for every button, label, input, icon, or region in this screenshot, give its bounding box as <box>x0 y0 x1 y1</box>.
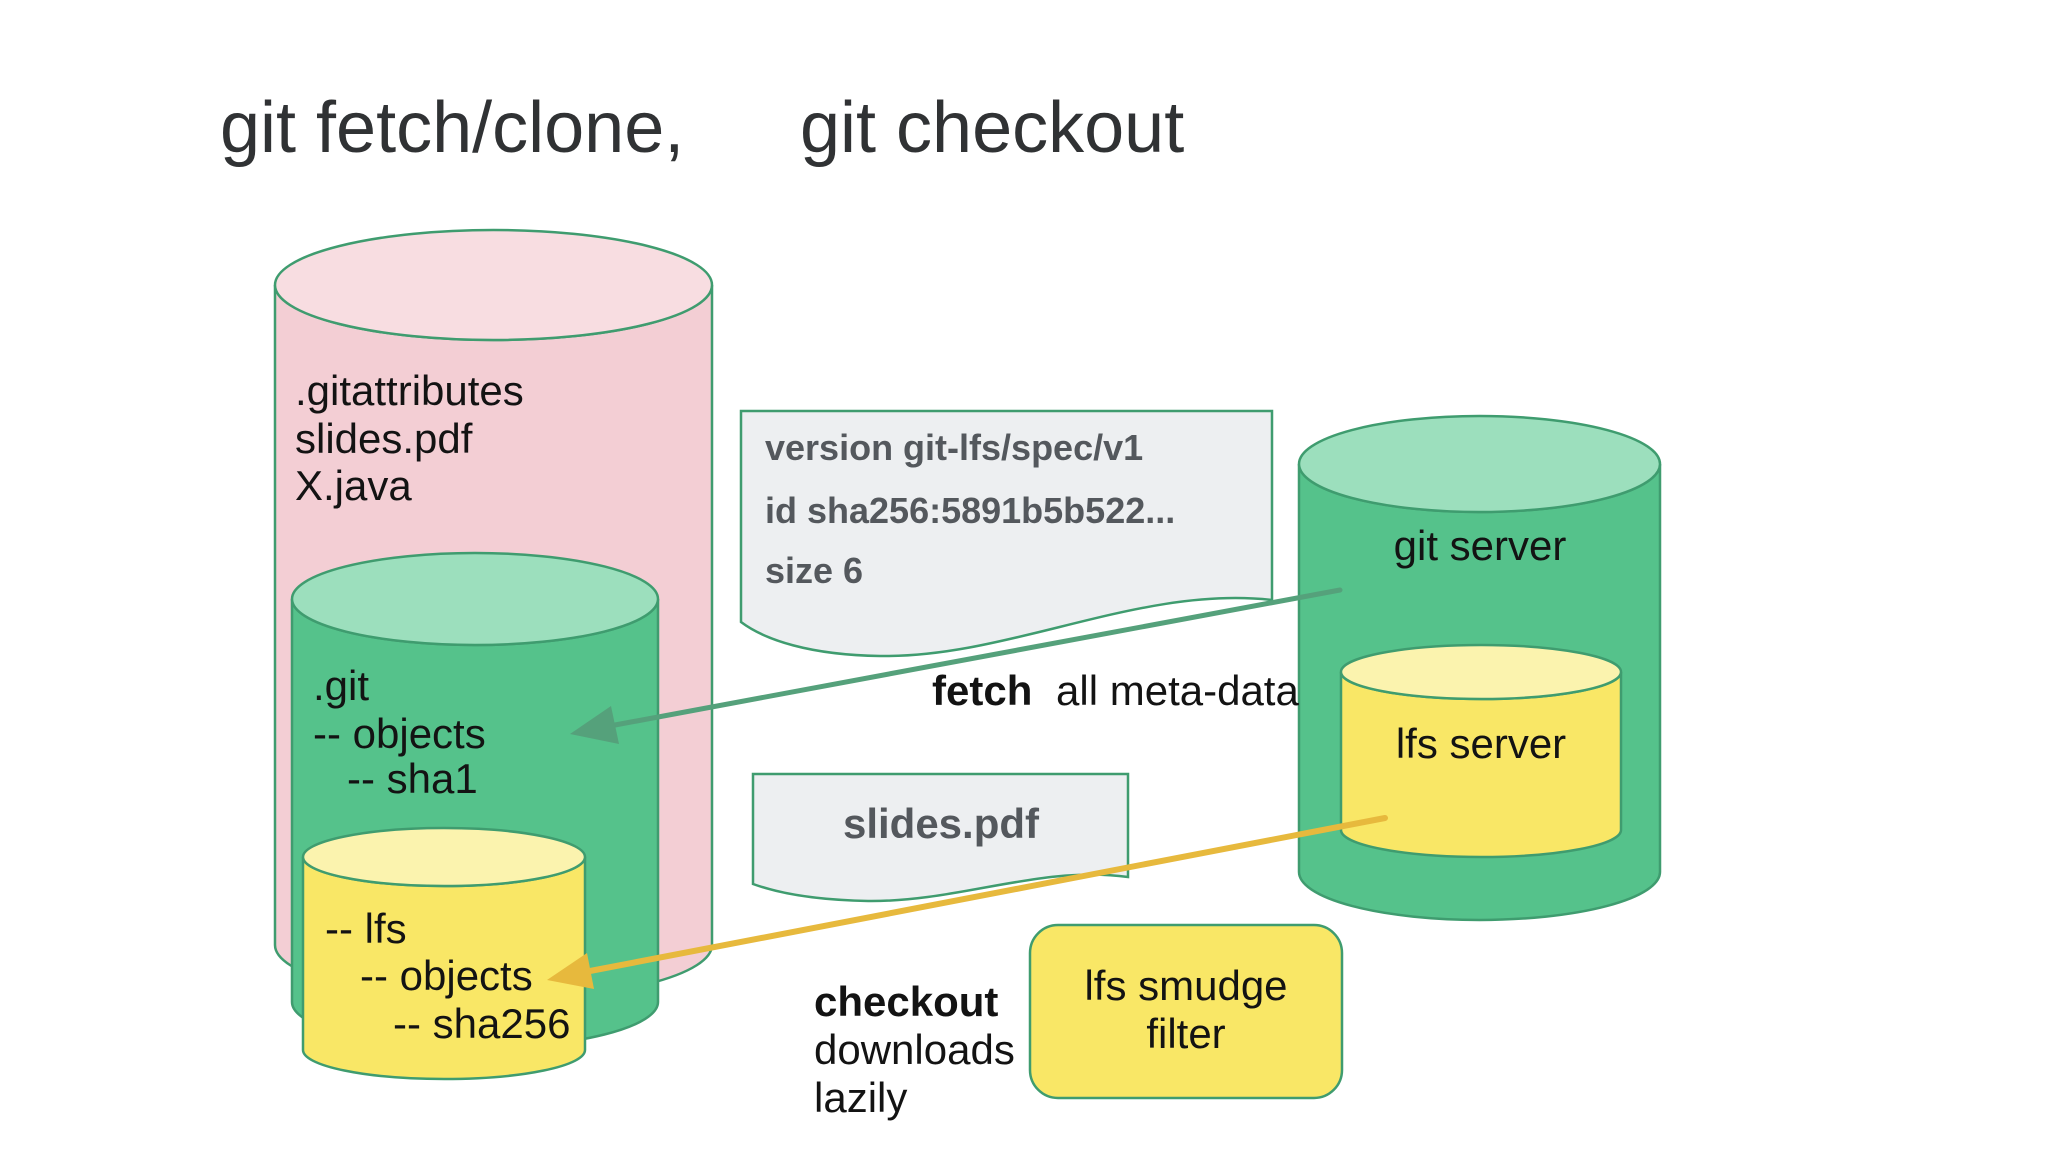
checkout-arrowhead <box>547 953 594 989</box>
smudge-filter-line: filter <box>1146 1010 1225 1057</box>
working-tree-file-list: .gitattributes slides.pdf X.java <box>295 367 524 509</box>
fetch-arrow-line <box>612 587 1343 728</box>
smudge-filter-box: lfs smudge filter <box>1028 923 1344 1100</box>
smudge-filter-line: lfs smudge <box>1084 962 1287 1009</box>
pointer-file-line: size 6 <box>765 550 863 591</box>
git-dir-entry: .git <box>313 662 369 709</box>
checkout-annotation-line: lazily <box>814 1074 907 1121</box>
checkout-annotation: checkout downloads lazily <box>814 978 1015 1121</box>
pointer-file-note-shape <box>739 409 1274 658</box>
fetch-arrow <box>570 587 1343 744</box>
slide-title-left: git fetch/clone, <box>220 88 684 168</box>
payload-file-note: slides.pdf <box>751 772 1130 903</box>
fetch-annotation-rest: all meta-data <box>1056 667 1299 714</box>
working-tree-file: .gitattributes <box>295 367 524 414</box>
fetch-annotation-keyword: fetch <box>932 667 1032 714</box>
git-dir-list: .git -- objects -- sha1 <box>313 662 486 802</box>
pointer-file-line: version git-lfs/spec/v1 <box>765 427 1143 468</box>
working-tree-file: slides.pdf <box>295 415 473 462</box>
smudge-filter-box-shape <box>1028 923 1344 1100</box>
checkout-arrow-line <box>587 815 1388 974</box>
git-dir-cylinder-top <box>290 551 660 647</box>
checkout-arrow <box>547 815 1388 989</box>
working-tree-file: X.java <box>295 462 412 509</box>
lfs-store-cylinder-top <box>301 826 587 888</box>
lfs-server-cylinder: lfs server <box>1339 643 1623 859</box>
git-server-label: git server <box>1394 522 1567 569</box>
lfs-store-list: -- lfs -- objects -- sha256 <box>325 905 570 1047</box>
fetch-annotation: fetch all meta-data <box>932 667 1299 714</box>
lfs-store-entry: -- sha256 <box>393 1000 570 1047</box>
pointer-file-note: version git-lfs/spec/v1 id sha256:5891b5… <box>739 409 1274 658</box>
lfs-store-entry: -- objects <box>360 952 533 999</box>
slide-title-right: git checkout <box>800 88 1184 168</box>
checkout-annotation-keyword: checkout <box>814 978 998 1025</box>
checkout-annotation-line: downloads <box>814 1026 1015 1073</box>
git-dir-entry: -- objects <box>313 710 486 757</box>
git-dir-entry: -- sha1 <box>347 755 478 802</box>
payload-file-label: slides.pdf <box>843 800 1040 847</box>
working-tree-cylinder-top <box>273 228 714 342</box>
lfs-server-cylinder-top <box>1339 643 1623 701</box>
pointer-file-line: id sha256:5891b5b522... <box>765 490 1175 531</box>
lfs-store-entry: -- lfs <box>325 905 407 952</box>
git-server-cylinder-top <box>1297 414 1662 514</box>
slide-title: git fetch/clone, git checkout <box>220 88 1184 168</box>
lfs-server-label: lfs server <box>1396 720 1566 767</box>
fetch-arrowhead <box>570 706 619 744</box>
lfs-store-cylinder <box>301 826 587 1081</box>
